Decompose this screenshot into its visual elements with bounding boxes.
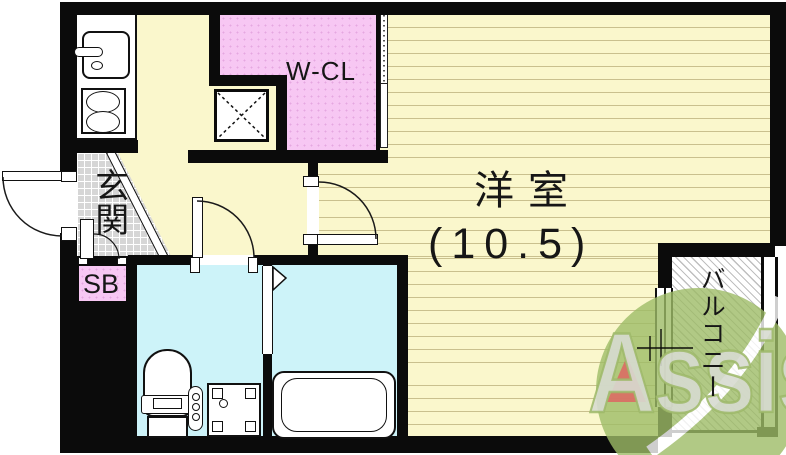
- watermark-rest: ssist: [652, 309, 786, 439]
- watermark-a-triangle: [607, 356, 646, 402]
- wall-right: [770, 2, 786, 246]
- wall-hall: [188, 150, 388, 163]
- balcony-label: バルコニー: [697, 266, 726, 401]
- faucet-icon: [74, 47, 103, 57]
- main-door-jamb: [303, 176, 319, 187]
- entrance-door-arc: [2, 176, 63, 237]
- sink-drain-icon: [91, 61, 103, 70]
- watermark-leaf-icon: [596, 288, 786, 455]
- control-button-icon: [192, 403, 200, 411]
- main-room-label: 洋室: [474, 169, 582, 213]
- shoebox: [77, 264, 128, 303]
- washer-pan-corner: [245, 388, 256, 399]
- closet-label: W-CL: [286, 56, 356, 86]
- wall-wcl-right-line: [376, 13, 380, 152]
- walkin-closet-floor: [220, 15, 377, 79]
- shaft-x-line: [217, 92, 266, 139]
- entrance-opening: [60, 181, 77, 233]
- entrance-jamb: [61, 227, 77, 241]
- entrance-label: 玄関: [89, 168, 128, 236]
- main-room-floor: [388, 15, 770, 163]
- watermark-initial: A: [587, 309, 657, 439]
- closet-door-track: [380, 15, 388, 83]
- toilet-seat-inner: [153, 398, 182, 409]
- main-door-arc: [318, 181, 377, 240]
- control-button-icon: [192, 413, 200, 421]
- bathtub-inner: [281, 378, 387, 432]
- shoebox-door-arc: [93, 233, 120, 260]
- wall-kitchen-bottom: [77, 140, 138, 153]
- stove-burner-icon: [86, 111, 120, 133]
- entrance-side-panel: [80, 219, 94, 259]
- washer-drain-icon: [219, 399, 228, 408]
- toilet-door-leaf: [192, 197, 203, 258]
- washer-pan-corner: [212, 421, 223, 432]
- control-button-icon: [192, 393, 200, 401]
- main-room-floor: [318, 163, 770, 258]
- wall-bath-right: [397, 255, 408, 442]
- watermark-brand: Assist: [587, 308, 786, 439]
- wall-wetrooms-top: [128, 255, 408, 265]
- wall-bottom: [60, 436, 658, 453]
- toilet-door-opening: [197, 255, 254, 265]
- main-room-size: (10.5): [428, 220, 595, 268]
- wall-wcl-notch-top: [209, 75, 287, 86]
- shoebox-label: SB: [83, 269, 120, 299]
- walkin-closet-floor: [287, 79, 377, 152]
- wall-balcony-top: [658, 243, 775, 257]
- toilet-door-arc: [196, 200, 255, 259]
- bath-door-marker: [272, 265, 288, 292]
- wall-wcl-notch-right: [276, 75, 287, 153]
- wall-top: [60, 2, 786, 15]
- watermark-leaf-vein: [646, 295, 786, 455]
- wall-toilet-left-strip: [128, 255, 137, 305]
- main-door-leaf: [317, 234, 378, 245]
- washer-pan-corner: [212, 388, 223, 399]
- main-door-opening: [307, 186, 319, 234]
- toilet-tank: [147, 416, 188, 438]
- bath-door-panel: [262, 266, 273, 354]
- entrance-door-leaf: [2, 171, 62, 181]
- toilet-door-jamb: [248, 257, 258, 273]
- wall-balcony-left-upper: [658, 257, 672, 290]
- wall-entry-step: [77, 256, 128, 266]
- wall-mass-bottom-left: [60, 303, 137, 443]
- closet-door-panel: [380, 83, 388, 148]
- wall-wcl-left: [209, 13, 220, 79]
- washer-pan-corner: [245, 421, 256, 432]
